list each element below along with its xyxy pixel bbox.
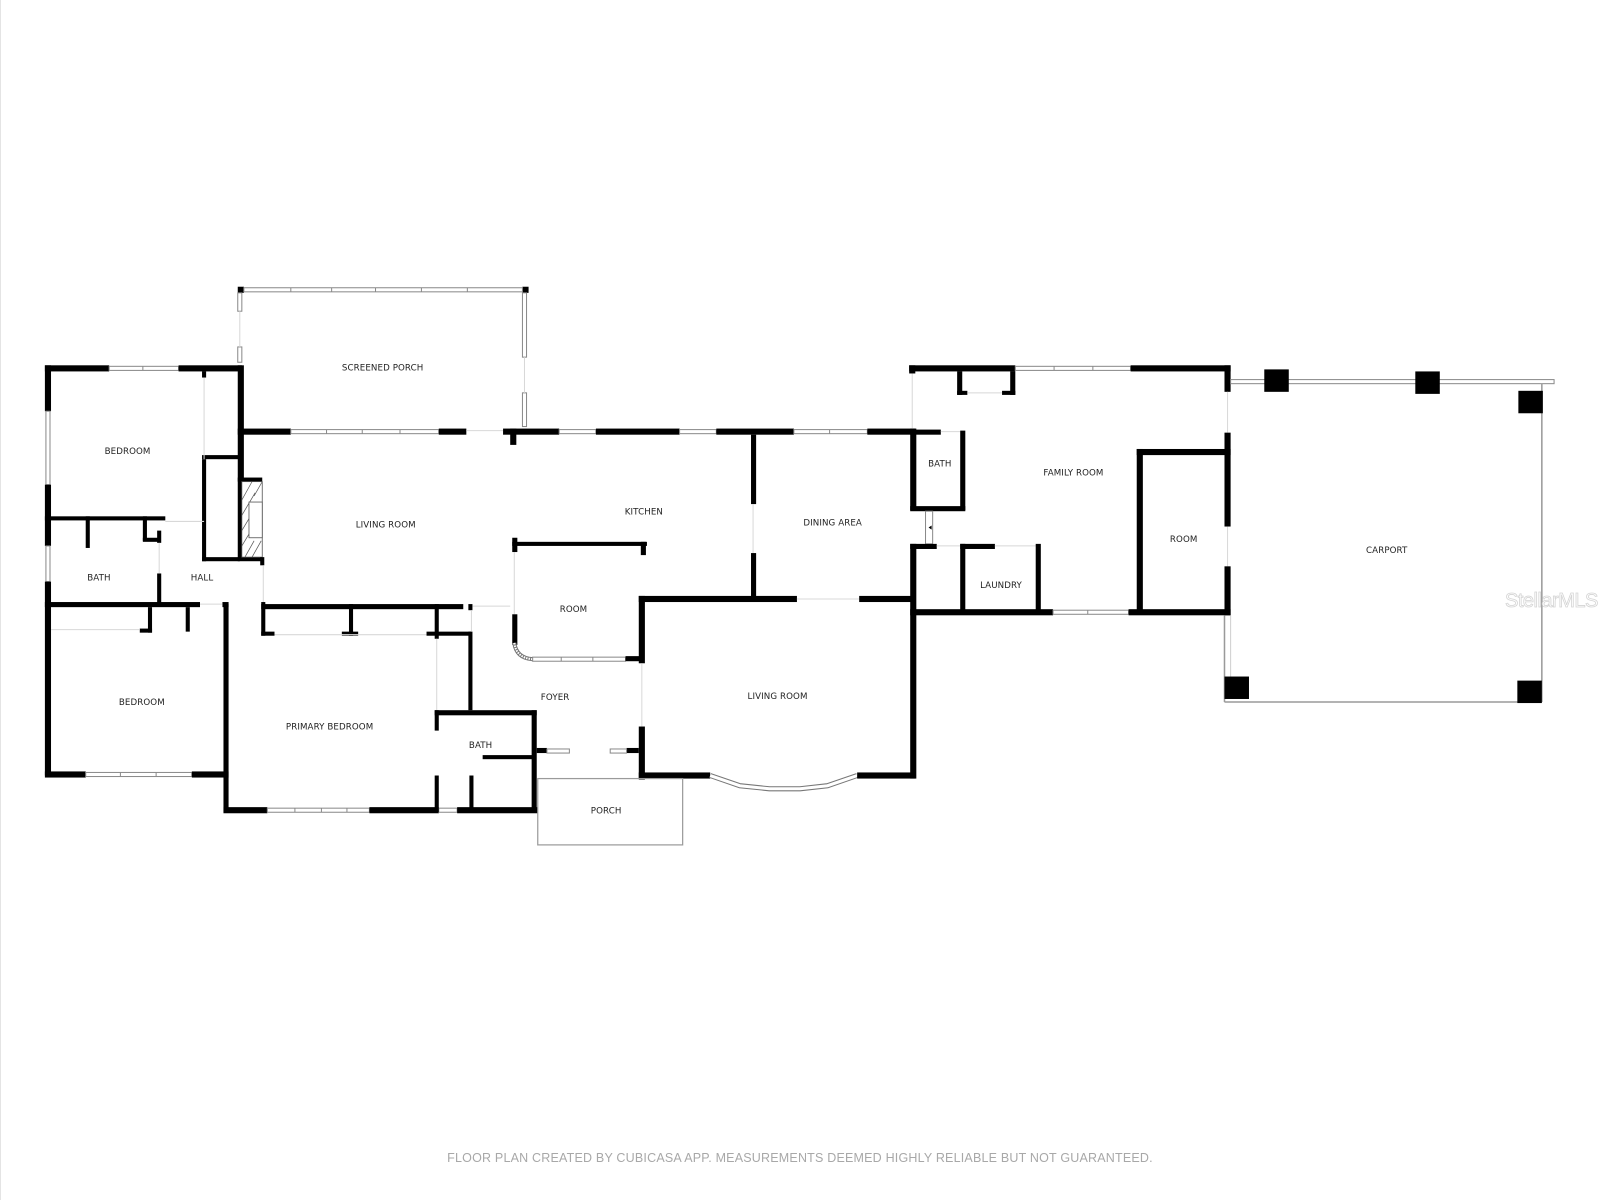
room-label-bath-3: BATH — [928, 459, 951, 469]
room-labels: SCREENED PORCH BEDROOM LIVING ROOM KITCH… — [87, 363, 1408, 816]
carport-post — [1517, 680, 1542, 704]
room-label-family-room: FAMILY ROOM — [1043, 469, 1103, 479]
room-label-laundry: LAUNDRY — [980, 581, 1022, 591]
carport-post — [1264, 369, 1289, 392]
room-label-screened-porch: SCREENED PORCH — [342, 363, 423, 373]
east-wing-walls — [909, 365, 1231, 616]
room-label-bedroom-1: BEDROOM — [105, 447, 151, 457]
room-label-living-room-1: LIVING ROOM — [356, 521, 416, 531]
room-label-foyer: FOYER — [541, 693, 570, 703]
room-label-living-room-2: LIVING ROOM — [748, 692, 808, 702]
main-house-walls — [44, 365, 917, 846]
floor-plan-disclaimer: FLOOR PLAN CREATED BY CUBICASA APP. MEAS… — [447, 1151, 1153, 1165]
carport-post — [1415, 371, 1440, 394]
stellar-mls-watermark: StellarMLS — [1505, 590, 1599, 613]
screened-porch-outline — [237, 286, 529, 428]
room-label-primary-bedroom: PRIMARY BEDROOM — [286, 723, 373, 733]
carport-structure — [1223, 369, 1555, 704]
room-label-room-2: ROOM — [1170, 535, 1198, 545]
room-label-kitchen: KITCHEN — [625, 507, 663, 517]
room-label-carport: CARPORT — [1366, 546, 1408, 556]
room-label-bedroom-2: BEDROOM — [119, 698, 165, 708]
room-label-bath-1: BATH — [87, 574, 110, 584]
room-label-bath-2: BATH — [469, 741, 492, 751]
room-label-room-1: ROOM — [560, 605, 588, 615]
room-label-porch: PORCH — [591, 806, 622, 816]
room-label-dining-area: DINING AREA — [803, 519, 862, 529]
carport-post — [1518, 390, 1543, 414]
carport-post — [1224, 676, 1249, 699]
room-label-hall: HALL — [191, 574, 214, 584]
